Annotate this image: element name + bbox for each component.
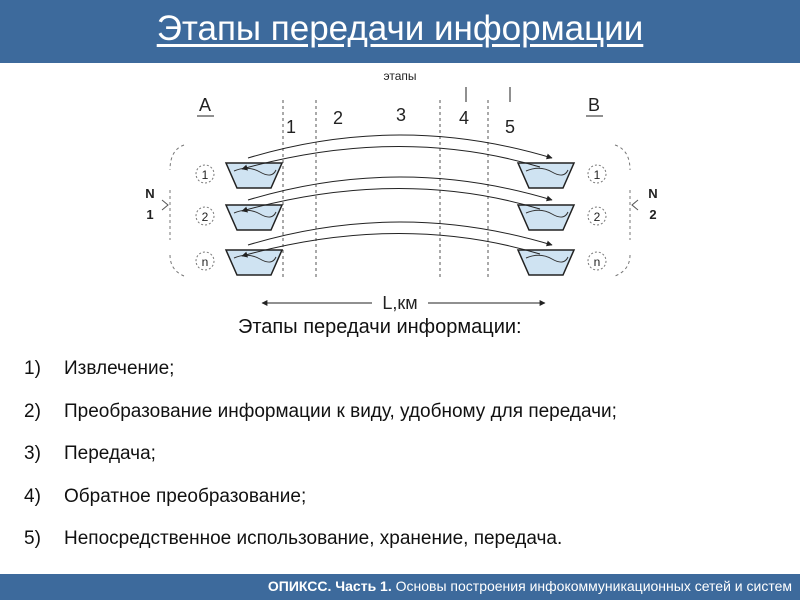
page-title: Этапы передачи информации [156, 9, 644, 48]
return-arc [241, 146, 541, 171]
bowl-wave [525, 209, 569, 218]
list-item-number: 5) [24, 528, 41, 549]
receiver-bowl-icon [516, 162, 576, 189]
right-group-bracket [614, 144, 631, 277]
channel-row-n: n n [195, 221, 607, 276]
channel-marker-left [195, 206, 215, 226]
list-item-number: 2) [24, 400, 41, 422]
list-item-number: 3) [24, 443, 41, 464]
source-bowl-icon [224, 204, 284, 231]
stage-label-3: 3 [396, 105, 406, 125]
source-bowl-icon [224, 249, 284, 276]
list-item: 2) Преобразование информации к виду, удоб… [24, 401, 617, 444]
channel-label-right: n [594, 255, 601, 269]
footer-course-subtitle: Основы построения инфокоммуникационных с… [391, 578, 792, 594]
footer-course-title: ОПИКСС. Часть 1. [267, 578, 392, 594]
left-group-index: 1 [146, 207, 153, 222]
bowl-wave [525, 254, 569, 263]
channel-label-left: 2 [202, 210, 209, 224]
channel-label-left: 1 [202, 168, 209, 182]
list-item: 5) Непосредственное использование, хранен… [24, 528, 617, 571]
stage-label-2: 2 [333, 108, 343, 128]
list-item-text: Преобразование информации к виду, удобно… [64, 400, 617, 422]
left-bracket-tip [161, 199, 169, 211]
forward-arc [247, 134, 553, 160]
channel-row-2: 2 2 [195, 176, 607, 231]
list-item-text: Обратное преобразование; [64, 485, 307, 507]
transmission-diagram: этапы А В 1 2 3 4 5 N 1 N 2 1 1 2 [145, 69, 657, 313]
forward-arc [247, 221, 553, 247]
right-group-n: N [648, 186, 657, 201]
stages-subheading: Этапы передачи информации: [238, 316, 522, 338]
right-group-index: 2 [649, 207, 656, 222]
list-item-number: 4) [24, 485, 41, 507]
channel-label-left: n [202, 255, 209, 269]
left-group-n: N [145, 186, 154, 201]
point-b-label: В [588, 95, 600, 115]
channel-label-right: 1 [594, 168, 601, 182]
stage-label-1: 1 [286, 117, 296, 137]
list-item-text: Передача; [64, 443, 156, 464]
list-item: 3) Передача; [24, 443, 617, 486]
channel-marker-right [587, 206, 607, 226]
distance-label: L,км [382, 293, 417, 313]
channel-marker-left [195, 164, 215, 184]
left-group-bracket [169, 144, 185, 277]
list-item: 1) Извлечение; [24, 358, 617, 401]
channel-marker-right [587, 164, 607, 184]
channel-marker-left [195, 251, 215, 271]
list-item-text: Непосредственное использование, хранение… [64, 528, 563, 549]
bowl-wave [525, 167, 569, 176]
receiver-bowl-icon [516, 249, 576, 276]
point-a-label: А [199, 95, 211, 115]
return-arc [241, 233, 541, 258]
list-item-number: 1) [24, 358, 41, 379]
footer-text: ОПИКСС. Часть 1. Основы построения инфок… [268, 578, 792, 594]
stage-label-4: 4 [459, 108, 469, 128]
stages-list: 1) Извлечение; 2) Преобразование информаци… [24, 358, 617, 571]
channel-row-1: 1 1 [195, 134, 607, 189]
receiver-bowl-icon [516, 204, 576, 231]
source-bowl-icon [224, 162, 284, 189]
return-arc [241, 188, 541, 213]
stages-label: этапы [383, 69, 416, 83]
forward-arc [247, 176, 553, 202]
channel-marker-right [587, 251, 607, 271]
right-bracket-tip [631, 199, 639, 211]
list-item: 4) Обратное преобразование; [24, 486, 617, 529]
footer-bar: ОПИКСС. Часть 1. Основы построения инфок… [0, 574, 800, 600]
list-item-text: Извлечение; [64, 358, 175, 379]
channel-label-right: 2 [594, 210, 601, 224]
stage-label-5: 5 [505, 117, 515, 137]
header-bar: Этапы передачи информации [0, 0, 800, 63]
